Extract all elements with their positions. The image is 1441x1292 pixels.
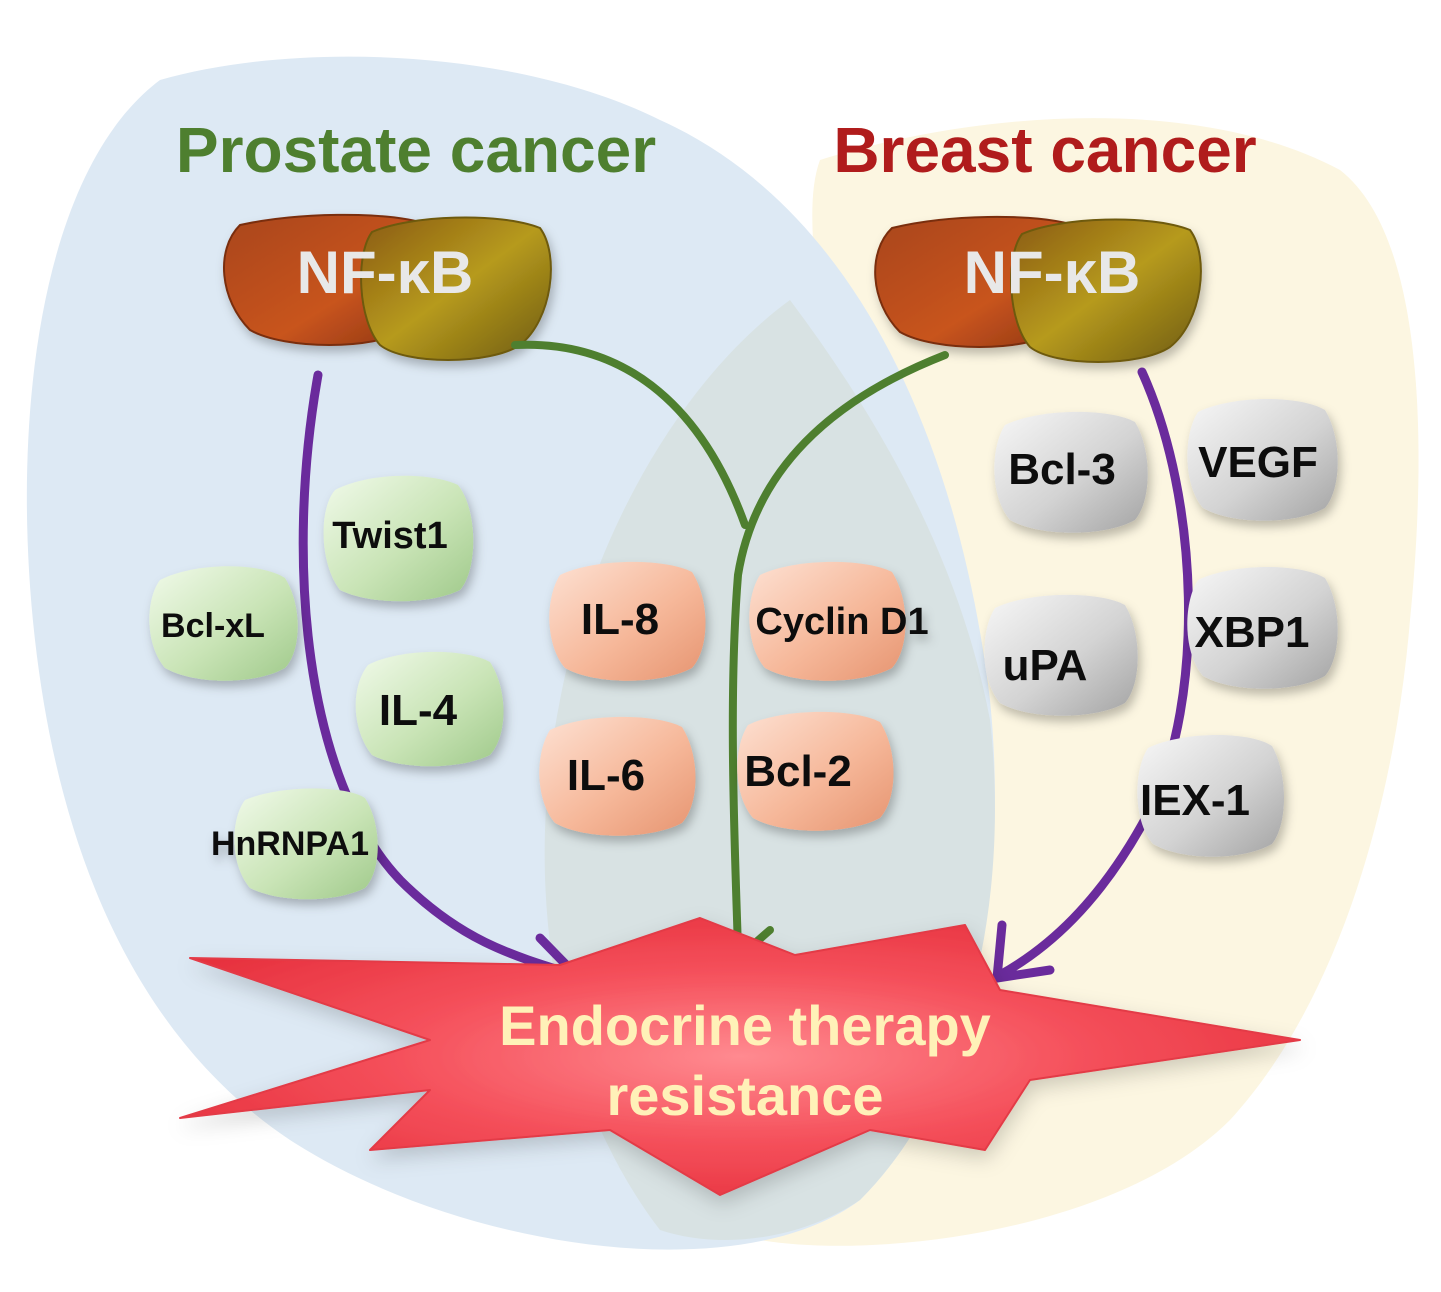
factor-upa: uPA [984, 594, 1138, 716]
outcome-line2: resistance [606, 1064, 883, 1127]
factor-twist1: Twist1 [323, 475, 474, 602]
factor-bcl-3: Bcl-3 [994, 411, 1148, 533]
resistance-burst [179, 917, 1301, 1196]
factor-bcl-2: Bcl-2 [737, 711, 894, 831]
factor-il-6-label: IL-6 [567, 751, 645, 800]
factor-xbp1: XBP1 [1187, 566, 1338, 689]
factor-hnrnpa1-label: HnRNPA1 [211, 825, 369, 863]
breast-nfkb: NF-κB [874, 215, 1202, 363]
breast-title: Breast cancer [833, 114, 1256, 186]
factor-il-6: IL-6 [539, 716, 696, 836]
prostate-title: Prostate cancer [176, 114, 656, 186]
factor-il-8: IL-8 [549, 561, 706, 681]
prostate-green-arrow [511, 340, 749, 529]
factor-vegf: VEGF [1187, 398, 1338, 521]
factor-cyclin-d1-label: Cyclin D1 [755, 601, 928, 643]
breast-nfkb-label: NF-κB [964, 239, 1141, 306]
prostate-nfkb: NF-κB [223, 213, 552, 361]
factor-iex-1-label: IEX-1 [1140, 776, 1250, 825]
factor-bcl-2-label: Bcl-2 [744, 747, 852, 796]
factor-bcl-xl: Bcl-xL [149, 566, 298, 681]
factor-vegf-label: VEGF [1198, 438, 1318, 487]
breast-green-arrow [728, 351, 949, 954]
factor-xbp1-label: XBP1 [1195, 608, 1310, 657]
factor-hnrnpa1: HnRNPA1 [211, 788, 378, 900]
factor-il-4-label: IL-4 [379, 686, 458, 735]
outcome-line1: Endocrine therapy [499, 994, 991, 1057]
factor-twist1-label: Twist1 [332, 515, 447, 557]
factor-bcl-xl-label: Bcl-xL [161, 607, 265, 645]
factor-il-4: IL-4 [355, 651, 504, 767]
factor-cyclin-d1: Cyclin D1 [749, 561, 929, 681]
factor-il-8-label: IL-8 [581, 595, 659, 644]
factor-upa-label: uPA [1003, 641, 1088, 690]
breast-purple-arrowhead [992, 920, 1055, 983]
factor-bcl-3-label: Bcl-3 [1008, 445, 1116, 494]
prostate-nfkb-label: NF-κB [297, 239, 474, 306]
factor-iex-1: IEX-1 [1137, 734, 1284, 857]
